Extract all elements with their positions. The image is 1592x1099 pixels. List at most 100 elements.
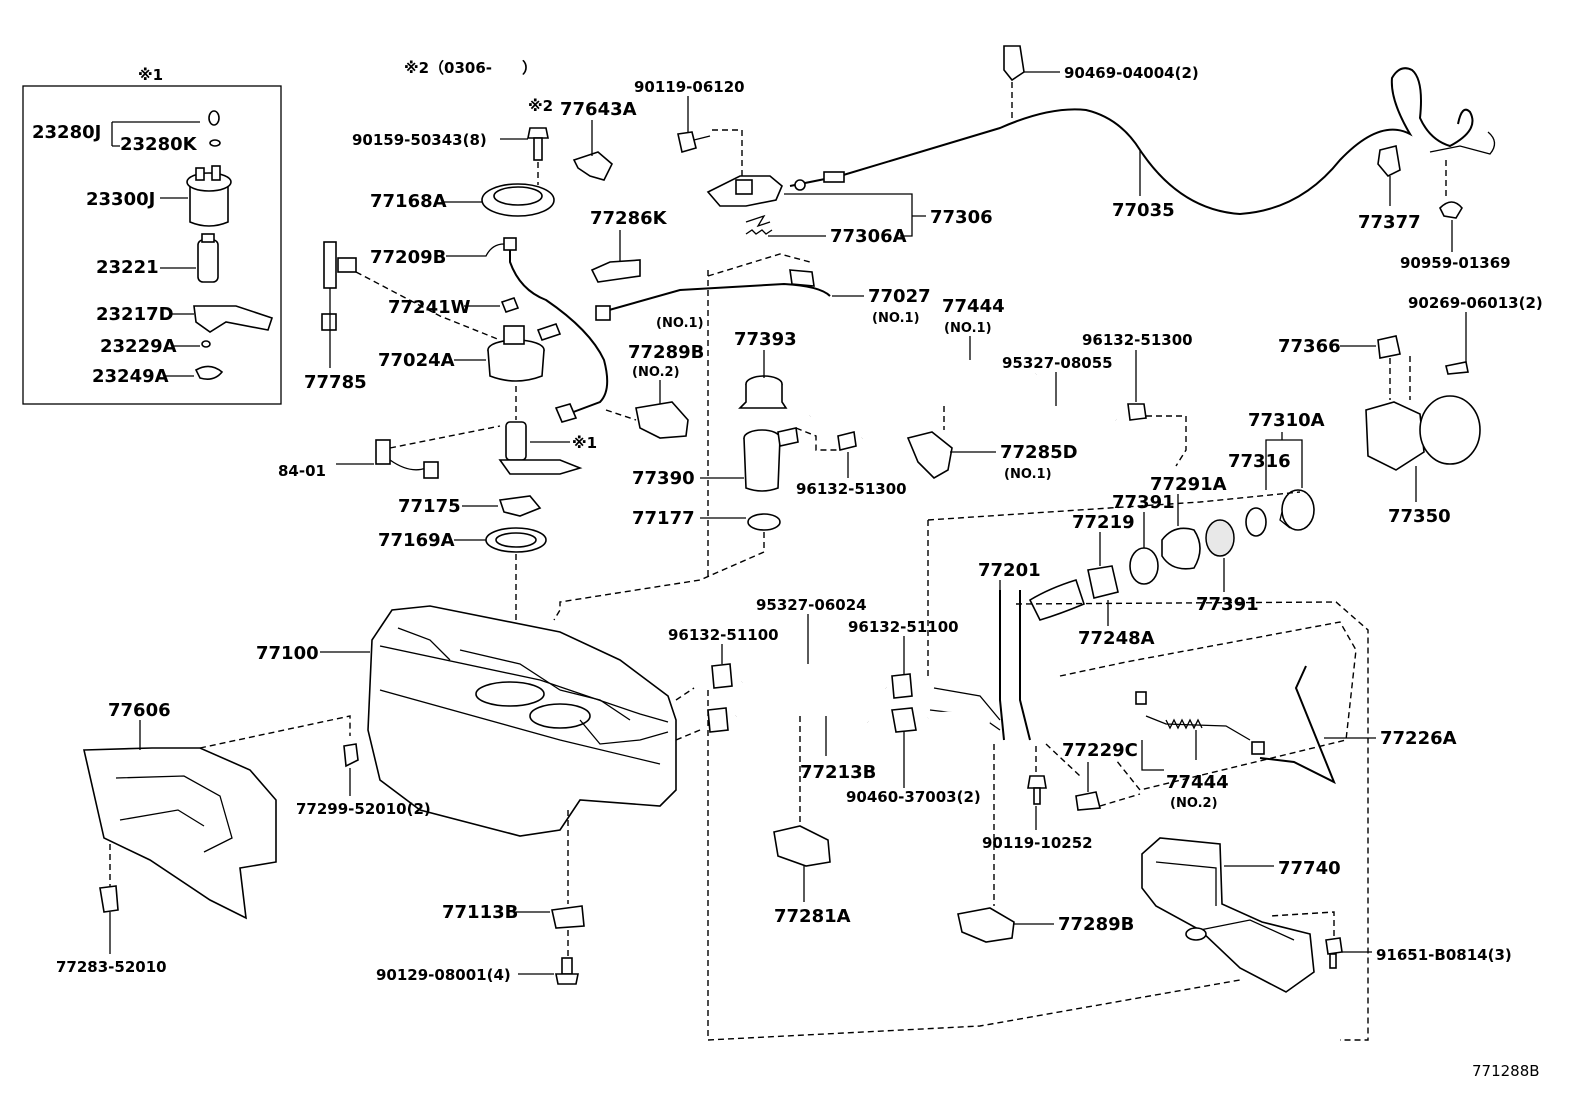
part-77393-cap	[738, 375, 788, 409]
label-77289B-bot[interactable]: 77289B	[1058, 914, 1134, 935]
label-77310A[interactable]: 77310A	[1248, 410, 1325, 431]
label-23217D[interactable]: 23217D	[96, 304, 174, 325]
label-77444-a[interactable]: 77444	[942, 296, 1005, 317]
fuel-pump-mark: ※1	[572, 434, 597, 452]
part-77219	[1087, 565, 1119, 599]
label-77201[interactable]: 77201	[978, 560, 1041, 581]
label-77444-a-no: (NO.1)	[944, 321, 992, 336]
label-77390[interactable]: 77390	[632, 468, 695, 489]
label-77035[interactable]: 77035	[1112, 200, 1175, 221]
label-77606[interactable]: 77606	[108, 700, 171, 721]
label-no1-small: (NO.1)	[656, 316, 704, 331]
part-90959-clamp	[1439, 201, 1463, 219]
label-77785[interactable]: 77785	[304, 372, 367, 393]
label-23280J[interactable]: 23280J	[32, 122, 101, 143]
label-77306[interactable]: 77306	[930, 207, 993, 228]
part-96132-51100-clamp-a	[711, 663, 733, 689]
label-90119-06120[interactable]: 90119-06120	[634, 78, 745, 96]
label-77740[interactable]: 77740	[1278, 858, 1341, 879]
label-90959[interactable]: 90959-01369	[1400, 254, 1511, 272]
label-77209B[interactable]: 77209B	[370, 247, 446, 268]
label-77393[interactable]: 77393	[734, 329, 797, 350]
label-77168A[interactable]: 77168A	[370, 191, 447, 212]
label-77285D-no: (NO.1)	[1004, 467, 1052, 482]
label-77299[interactable]: 77299-52010(2)	[296, 800, 431, 818]
label-77177[interactable]: 77177	[632, 508, 695, 529]
diagram-code: 771288B	[1472, 1062, 1540, 1080]
label-77285D[interactable]: 77285D	[1000, 442, 1078, 463]
part-96132-51300-clamp-b	[837, 431, 857, 451]
label-77100[interactable]: 77100	[256, 643, 319, 664]
label-77248A[interactable]: 77248A	[1078, 628, 1155, 649]
label-90269[interactable]: 90269-06013(2)	[1408, 294, 1543, 312]
inset-mark: ※1	[138, 66, 163, 84]
label-77169A[interactable]: 77169A	[378, 530, 455, 551]
label-77391-a[interactable]: 77391	[1112, 492, 1175, 513]
label-77283[interactable]: 77283-52010	[56, 958, 167, 976]
label-77289B-top[interactable]: 77289B	[628, 342, 704, 363]
label-77213B[interactable]: 77213B	[800, 762, 876, 783]
label-77291A[interactable]: 77291A	[1150, 474, 1227, 495]
label-23249A[interactable]: 23249A	[92, 366, 169, 387]
label-96132-51100-b[interactable]: 96132-51100	[848, 618, 959, 636]
label-77175[interactable]: 77175	[398, 496, 461, 517]
label-77306A[interactable]: 77306A	[830, 226, 907, 247]
label-77366[interactable]: 77366	[1278, 336, 1341, 357]
note-2-small: ※2	[528, 97, 553, 115]
label-90119-10252[interactable]: 90119-10252	[982, 834, 1093, 852]
label-77229C[interactable]: 77229C	[1062, 740, 1138, 761]
part-77350-fuel-door	[1365, 395, 1481, 471]
label-77024A[interactable]: 77024A	[378, 350, 455, 371]
part-96132-51100-clamp-b	[891, 673, 913, 699]
label-77226A[interactable]: 77226A	[1380, 728, 1457, 749]
label-77444-b[interactable]: 77444	[1166, 772, 1229, 793]
part-77366	[1377, 335, 1401, 359]
label-96132-51100-a[interactable]: 96132-51100	[668, 626, 779, 644]
part-77285D	[906, 431, 953, 479]
part-77226A-pipe	[1259, 665, 1336, 785]
label-96132-51300-a[interactable]: 96132-51300	[1082, 331, 1193, 349]
part-90159-bolt	[500, 127, 549, 161]
part-77299-clip	[343, 743, 359, 768]
part-77391-ring-b	[1205, 519, 1235, 557]
part-77175	[498, 495, 542, 517]
part-77229C	[1075, 791, 1102, 811]
label-77286K[interactable]: 77286K	[590, 208, 668, 229]
part-77281A	[773, 825, 831, 867]
label-77027[interactable]: 77027	[868, 286, 931, 307]
label-90469[interactable]: 90469-04004(2)	[1064, 64, 1199, 82]
part-77027-hose	[601, 282, 831, 313]
label-77350[interactable]: 77350	[1388, 506, 1451, 527]
label-77377[interactable]: 77377	[1358, 212, 1421, 233]
part-90469-clip	[1003, 45, 1025, 82]
label-77113B[interactable]: 77113B	[442, 902, 518, 923]
label-77289B-top-no: (NO.2)	[632, 365, 680, 380]
part-77024A-pump-cover	[487, 323, 562, 382]
inset-pump-kit: ※1 23280J 23280K 23300J 23221 23217D 232…	[22, 66, 282, 405]
label-95327-06024[interactable]: 95327-06024	[756, 596, 867, 614]
label-90129[interactable]: 90129-08001(4)	[376, 966, 511, 984]
label-77643A[interactable]: 77643A	[560, 99, 637, 120]
label-77241W[interactable]: 77241W	[388, 297, 471, 318]
label-96132-51300-b[interactable]: 96132-51300	[796, 480, 907, 498]
label-77219[interactable]: 77219	[1072, 512, 1135, 533]
label-77316[interactable]: 77316	[1228, 451, 1291, 472]
label-77391-b[interactable]: 77391	[1196, 594, 1259, 615]
part-77241W	[500, 297, 520, 313]
label-90159[interactable]: 90159-50343(8)	[352, 131, 487, 149]
label-90460[interactable]: 90460-37003(2)	[846, 788, 981, 806]
label-84-01[interactable]: 84-01	[278, 462, 326, 480]
part-77606-protector	[83, 747, 277, 920]
label-95327-08055[interactable]: 95327-08055	[1002, 354, 1113, 372]
part-77316	[1245, 507, 1267, 537]
part-77310A-cap	[1279, 489, 1315, 531]
part-77643A	[572, 151, 613, 181]
label-91651[interactable]: 91651-B0814(3)	[1376, 946, 1512, 964]
label-23221[interactable]: 23221	[96, 257, 159, 278]
label-23300J[interactable]: 23300J	[86, 189, 155, 210]
label-77281A[interactable]: 77281A	[774, 906, 851, 927]
label-23229A[interactable]: 23229A	[100, 336, 177, 357]
label-23280K[interactable]: 23280K	[120, 134, 198, 155]
part-77740-canister	[1141, 837, 1315, 993]
